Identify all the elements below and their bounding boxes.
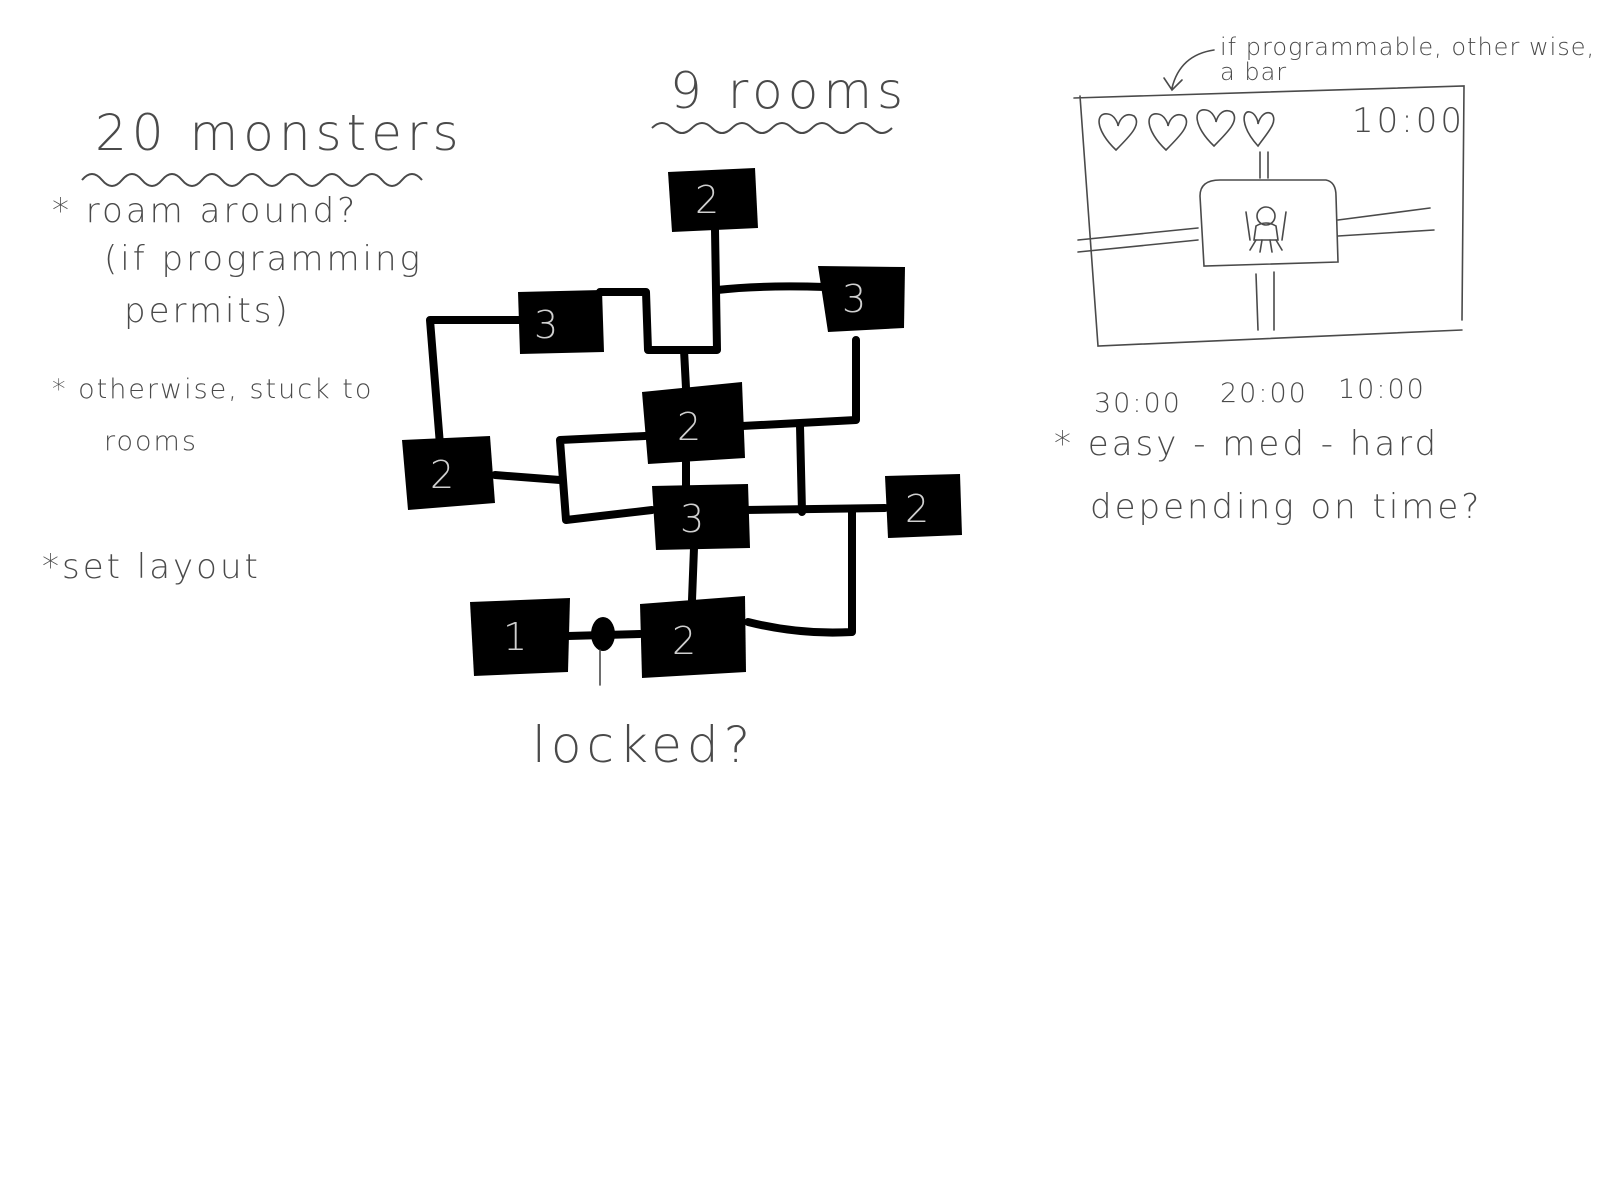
room-label: 2 (905, 487, 929, 531)
note-stuck-line2: rooms (104, 426, 198, 457)
locked-label: locked? (532, 716, 755, 774)
room-box: 1 (470, 598, 570, 676)
room-box: 2 (640, 596, 746, 678)
title-underline (81, 173, 423, 187)
room-label: 3 (680, 497, 704, 541)
room-box: 2 (885, 474, 962, 538)
room-box: 2 (402, 436, 495, 510)
room-label: 3 (534, 303, 558, 347)
time-option: 30:00 (1094, 388, 1182, 419)
corridors (426, 226, 889, 686)
hud-timer: 10:00 (1352, 101, 1465, 141)
room-box: 3 (518, 290, 604, 354)
note-roam: * roam around? (52, 191, 358, 231)
hearts (1098, 109, 1275, 152)
note-roam-line2: (if programming (104, 239, 423, 279)
note-roam-line3: permits) (124, 291, 291, 331)
room-label: 2 (677, 405, 701, 449)
monsters-title: 20 monsters (95, 104, 464, 162)
room-label: 1 (503, 615, 527, 659)
map-title: 9 rooms (670, 62, 908, 120)
note-stuck: * otherwise, stuck to (52, 374, 373, 405)
room-box: 2 (642, 382, 745, 464)
hud-annotation: if programmable, other wise, (1220, 33, 1595, 61)
time-option: 20:00 (1220, 378, 1308, 409)
difficulty-levels: * easy - med - hard (1054, 424, 1439, 464)
room-label: 2 (672, 619, 696, 663)
room-box: 2 (668, 168, 758, 232)
room-label: 2 (695, 178, 719, 222)
player-icon (1245, 206, 1287, 253)
heart-icon (1148, 113, 1188, 152)
monster-notes: 20 monsters * roam around? (if programmi… (42, 104, 464, 587)
heart-icon (1196, 109, 1236, 148)
heart-icon (1098, 113, 1138, 152)
map-title-underline (651, 122, 893, 134)
room-box: 3 (652, 484, 750, 550)
lock-icon (591, 617, 615, 651)
hud-room-view (1077, 151, 1435, 331)
room-map: 9 rooms 2 3 (402, 62, 962, 774)
time-option: 10:00 (1338, 374, 1426, 405)
room-label: 3 (842, 277, 866, 321)
screen-frame (1073, 85, 1465, 347)
difficulty-notes: 30:00 20:00 10:00 * easy - med - hard de… (1054, 374, 1482, 527)
note-layout: *set layout (42, 547, 261, 587)
room-box: 3 (818, 266, 905, 332)
annotation-arrow (1163, 49, 1215, 92)
room-label: 2 (430, 453, 454, 497)
hud-mockup: if programmable, other wise, a bar 10:00 (1073, 33, 1595, 347)
heart-icon (1243, 111, 1275, 148)
difficulty-question: depending on time? (1090, 487, 1482, 527)
hud-annotation-line2: a bar (1220, 58, 1287, 86)
